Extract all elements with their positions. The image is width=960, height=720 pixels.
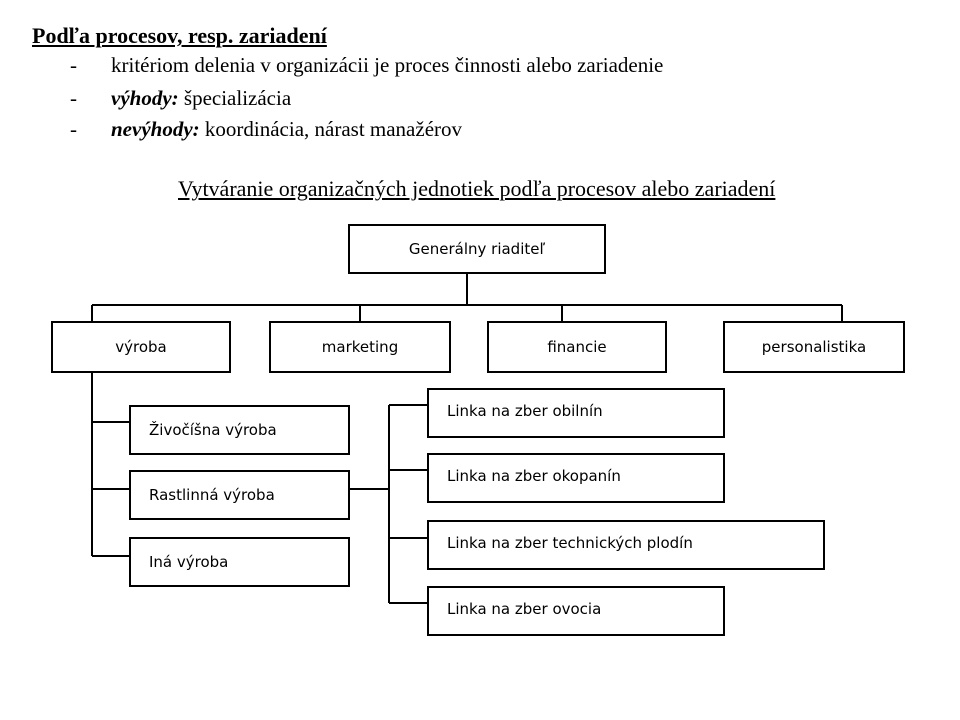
node-general-director: Generálny riaditeľ	[348, 224, 606, 274]
bullet-text: kritériom delenia v organizácii je proce…	[111, 53, 664, 77]
bullet-dash: -	[70, 117, 77, 141]
node-label: marketing	[321, 338, 399, 356]
bullet-dash: -	[70, 86, 77, 110]
node-marketing: marketing	[269, 321, 451, 373]
node-linka-okopaniny: Linka na zber okopanín	[427, 453, 725, 503]
node-label: personalistika	[761, 338, 867, 356]
node-label: Rastlinná výroba	[149, 486, 275, 504]
node-linka-technicke-plodiny: Linka na zber technických plodín	[427, 520, 825, 570]
node-ina-vyroba: Iná výroba	[129, 537, 350, 587]
node-linka-obilniny: Linka na zber obilnín	[427, 388, 725, 438]
diagram-title: Vytváranie organizačných jednotiek podľa…	[178, 176, 776, 201]
disadvantages-text: koordinácia, nárast manažérov	[199, 117, 463, 141]
node-rastlinna-vyroba: Rastlinná výroba	[129, 470, 350, 520]
advantages-text: špecializácia	[178, 86, 292, 110]
bullet-dash: -	[70, 53, 77, 77]
bullet-advantages: - výhody: špecializácia	[70, 86, 291, 111]
node-label: Linka na zber obilnín	[447, 402, 603, 420]
node-label: Linka na zber okopanín	[447, 467, 621, 485]
node-label: Linka na zber ovocia	[447, 600, 602, 618]
node-financie: financie	[487, 321, 667, 373]
node-vyroba: výroba	[51, 321, 231, 373]
node-label: Iná výroba	[149, 553, 229, 571]
bullet-criterion: - kritériom delenia v organizácii je proc…	[70, 53, 663, 78]
node-label: Linka na zber technických plodín	[447, 534, 693, 552]
node-label: výroba	[115, 338, 167, 356]
advantages-label: výhody:	[111, 86, 179, 110]
node-personalistika: personalistika	[723, 321, 905, 373]
node-label: Generálny riaditeľ	[408, 240, 546, 258]
bullet-disadvantages: - nevýhody: koordinácia, nárast manažérov	[70, 117, 462, 142]
node-label: financie	[547, 338, 607, 356]
disadvantages-label: nevýhody:	[111, 117, 200, 141]
section-heading: Podľa procesov, resp. zariadení	[32, 23, 327, 48]
node-label: Živočíšna výroba	[149, 421, 277, 439]
node-zivocisna-vyroba: Živočíšna výroba	[129, 405, 350, 455]
node-linka-ovocie: Linka na zber ovocia	[427, 586, 725, 636]
